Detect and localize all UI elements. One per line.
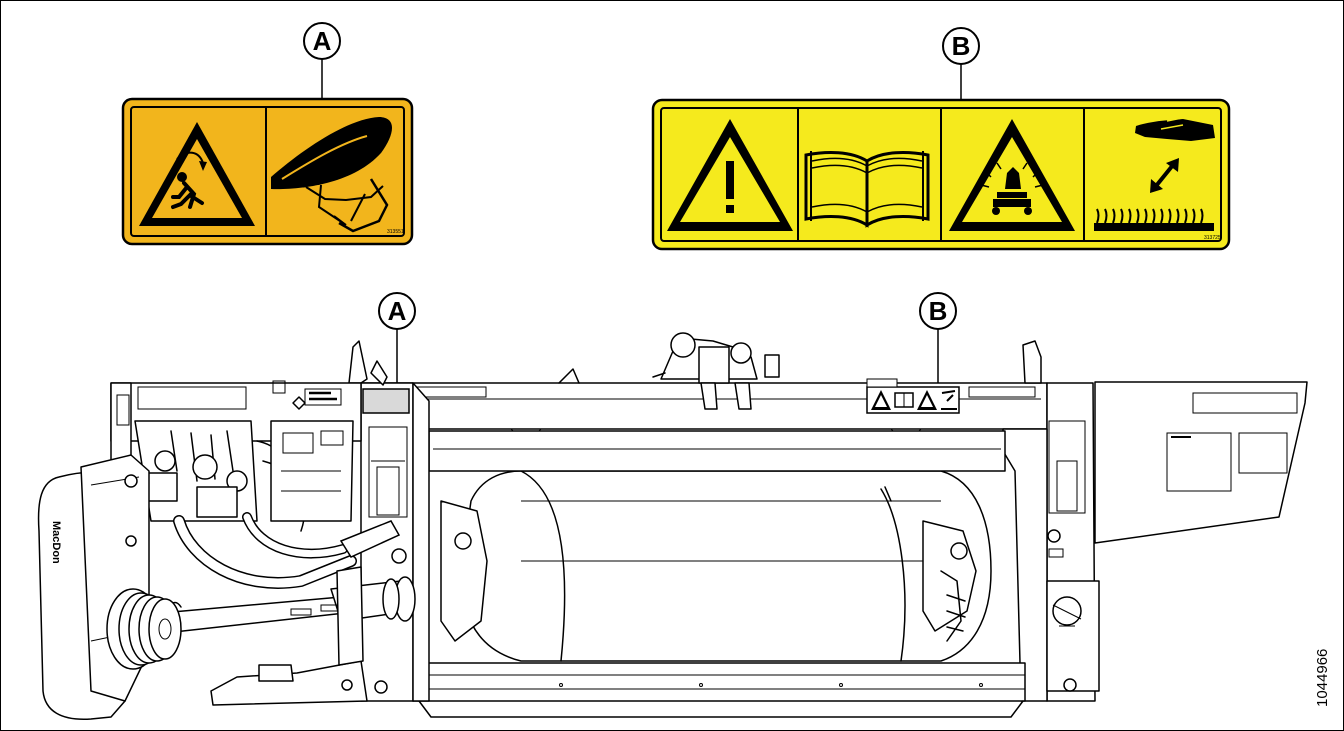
hot-surface-warning-icon	[949, 119, 1075, 231]
callout-a-machine-label: A	[388, 296, 407, 326]
reel-fall-icon	[271, 117, 392, 233]
right-end-panel	[1094, 381, 1308, 544]
center-hitch	[558, 332, 780, 410]
callout-b-top-label: B	[952, 31, 971, 61]
general-warning-icon	[667, 119, 793, 231]
decal-b-part-number: 313725	[1204, 235, 1221, 241]
callout-b-top: B	[942, 27, 980, 65]
figure-id: 1044966	[1314, 649, 1331, 707]
callout-a-top: A	[303, 22, 341, 60]
callout-b-machine-label: B	[929, 296, 948, 326]
decal-a-location	[362, 388, 410, 414]
pulley	[106, 588, 182, 670]
header-machine-illustration: MacDon	[37, 332, 1308, 720]
fall-hazard-warning-icon	[139, 122, 255, 226]
decal-a: A 313551	[121, 22, 414, 246]
callout-b-machine: B	[919, 292, 957, 387]
decal-b: B	[651, 27, 1231, 251]
bottom-frame	[412, 662, 1026, 702]
keep-hand-away-icon	[1094, 116, 1215, 231]
brand-mark: MacDon	[50, 521, 62, 564]
decal-b-location	[866, 378, 960, 414]
callout-a-top-label: A	[313, 26, 332, 56]
read-manual-icon	[804, 151, 930, 228]
drive-housing: MacDon	[37, 454, 182, 720]
auger-drum	[460, 470, 992, 662]
callout-a-machine: A	[378, 292, 416, 390]
decal-a-part-number: 313551	[387, 229, 404, 235]
